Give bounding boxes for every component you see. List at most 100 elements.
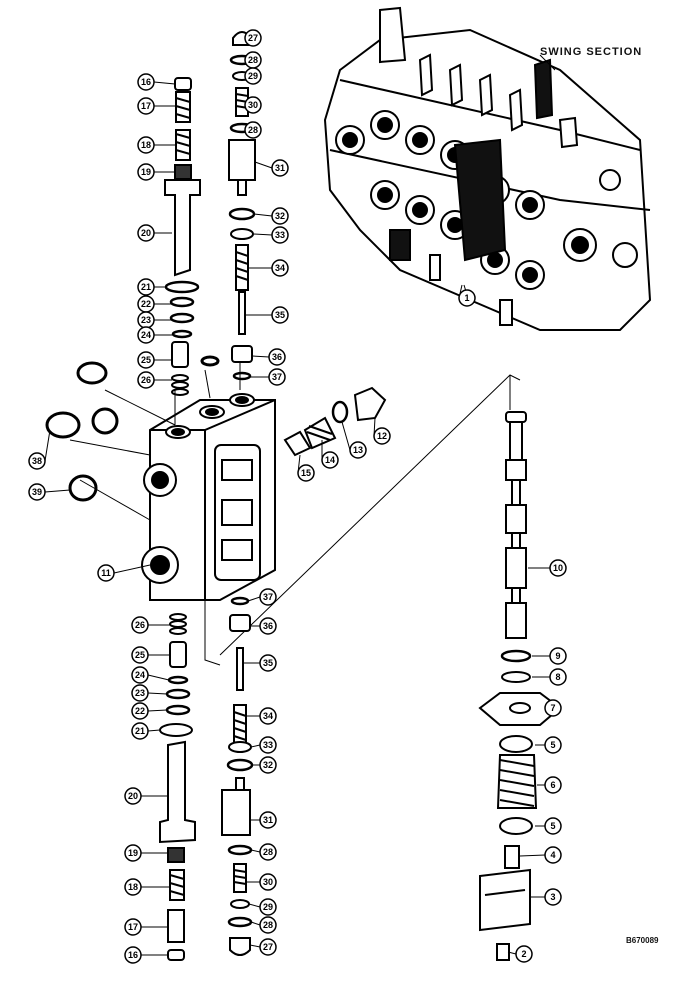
callout-c28ba: 28 [250,843,277,861]
callout-leader [44,489,71,493]
callout-c39: 39 [28,483,71,501]
callout-number: 25 [135,650,145,660]
callout-number: 37 [272,372,282,382]
callout-c29b: 29 [248,898,277,916]
callout-circle [124,918,142,936]
callout-circle [28,483,46,501]
callout-circle [349,441,367,459]
callout-number: 28 [263,847,273,857]
callout-number: 7 [550,703,555,713]
callout-c31b: 31 [250,811,277,829]
callout-circle [137,163,155,181]
callout-number: 34 [263,711,273,721]
callout-leader [250,744,261,748]
callout-leader [250,849,261,853]
callout-c30t: 30 [244,96,262,114]
callout-number: 19 [128,848,138,858]
callout-number: 14 [325,455,335,465]
callout-number: 20 [141,228,151,238]
callout-circle [28,452,46,470]
callout-c26b: 26 [131,616,170,634]
callout-number: 8 [555,672,560,682]
callout-circle [259,938,277,956]
callout-leader [507,951,517,955]
callout-c36t: 36 [251,348,286,366]
callout-circle [259,843,277,861]
callout-number: 22 [135,706,145,716]
callout-leader [247,596,261,602]
callout-c25t: 25 [137,351,172,369]
callout-circle [271,226,289,244]
callout-number: 27 [248,33,258,43]
callout-number: 29 [248,71,258,81]
callout-circle [544,699,562,717]
callout-circle [549,647,567,665]
port-orings [45,355,220,502]
callout-number: 31 [263,815,273,825]
callout-circle [244,67,262,85]
callout-c1: 1 [458,284,476,307]
callout-number: 21 [135,726,145,736]
callout-c6: 6 [537,776,562,794]
callout-number: 22 [141,299,151,309]
callout-number: 28 [263,920,273,930]
callout-circle [131,666,149,684]
callout-c5b: 5 [535,817,562,835]
callout-leader [153,81,176,85]
callout-c26t: 26 [137,371,172,389]
callout-c17b: 17 [124,918,168,936]
callout-circle [244,29,262,47]
callout-circle [271,207,289,225]
callout-c18b: 18 [124,878,170,896]
callout-circle [244,121,262,139]
callout-number: 28 [248,55,258,65]
callout-circle [124,844,142,862]
callout-circle [259,588,277,606]
callout-c23t: 23 [137,311,171,329]
callout-c34b: 34 [246,707,277,725]
callout-circle [259,916,277,934]
valve-body-illustration [141,393,276,601]
callout-circle [544,817,562,835]
callout-number: 26 [135,620,145,630]
callout-number: 36 [272,352,282,362]
callout-c22t: 22 [137,295,171,313]
callout-c8: 8 [532,668,567,686]
callout-leader [251,355,270,358]
valve-assembly-illustration [323,6,652,331]
callout-circle [259,756,277,774]
callout-number: 6 [550,780,555,790]
callout-number: 35 [263,658,273,668]
callout-leader [44,429,51,462]
callout-circle [549,668,567,686]
callout-circle [268,368,286,386]
callout-number: 30 [248,100,258,110]
callout-c31t: 31 [254,159,289,177]
callout-number: 28 [248,125,258,135]
callout-number: 32 [275,211,285,221]
callout-c32b: 32 [252,756,277,774]
callout-layer: 1234556789101112131415161718192021222324… [28,29,567,964]
callout-circle [244,96,262,114]
callout-c21t: 21 [137,278,166,296]
callout-number: 26 [141,375,151,385]
callout-c22b: 22 [131,702,168,720]
callout-number: 12 [377,431,387,441]
callout-c9a: 9 [532,647,567,665]
callout-circle [131,702,149,720]
callout-c14: 14 [321,440,339,469]
callout-c28bb: 28 [250,916,277,934]
callout-leader [147,674,170,681]
callout-number: 9 [555,651,560,661]
callout-number: 5 [550,740,555,750]
callout-number: 34 [275,263,285,273]
callout-number: 19 [141,167,151,177]
callout-number: 17 [128,922,138,932]
callout-circle [137,73,155,91]
callout-leader [341,421,351,451]
callout-leader [248,903,261,908]
callout-number: 3 [550,892,555,902]
callout-leader [252,233,273,236]
callout-number: 18 [128,882,138,892]
